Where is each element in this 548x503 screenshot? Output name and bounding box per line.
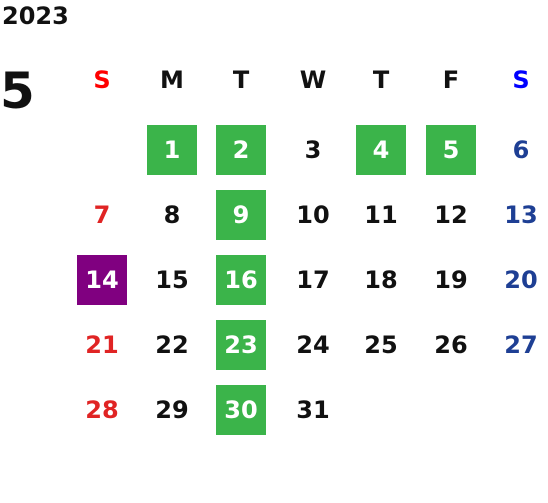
weekday-thursday: T — [372, 66, 390, 94]
day-cell-31[interactable]: 31 — [296, 396, 330, 424]
day-cell-9-highlighted[interactable]: 9 — [216, 190, 266, 240]
day-cell-14-highlighted[interactable]: 14 — [77, 255, 127, 305]
day-cell-8[interactable]: 8 — [163, 201, 181, 229]
day-cell-6[interactable]: 6 — [512, 136, 530, 164]
weekday-sunday: S — [93, 66, 111, 94]
weekday-tuesday: T — [232, 66, 250, 94]
day-cell-26[interactable]: 26 — [434, 331, 468, 359]
day-cell-25[interactable]: 25 — [364, 331, 398, 359]
day-cell-1-highlighted[interactable]: 1 — [147, 125, 197, 175]
day-cell-21[interactable]: 21 — [85, 331, 119, 359]
weekday-saturday: S — [512, 66, 530, 94]
day-cell-15[interactable]: 15 — [155, 266, 189, 294]
day-cell-13[interactable]: 13 — [504, 201, 538, 229]
day-cell-24[interactable]: 24 — [296, 331, 330, 359]
day-cell-12[interactable]: 12 — [434, 201, 468, 229]
month-label: 5 — [0, 62, 35, 120]
day-cell-30-highlighted[interactable]: 30 — [216, 385, 266, 435]
weekday-wednesday: W — [299, 66, 327, 94]
day-cell-28[interactable]: 28 — [85, 396, 119, 424]
day-cell-27[interactable]: 27 — [504, 331, 538, 359]
day-cell-17[interactable]: 17 — [296, 266, 330, 294]
day-cell-22[interactable]: 22 — [155, 331, 189, 359]
day-cell-19[interactable]: 19 — [434, 266, 468, 294]
day-cell-16-highlighted[interactable]: 16 — [216, 255, 266, 305]
day-cell-5-highlighted[interactable]: 5 — [426, 125, 476, 175]
weekday-friday: F — [442, 66, 460, 94]
day-cell-20[interactable]: 20 — [504, 266, 538, 294]
year-label: 2023 — [2, 2, 69, 30]
day-cell-29[interactable]: 29 — [155, 396, 189, 424]
day-cell-23-highlighted[interactable]: 23 — [216, 320, 266, 370]
day-cell-3[interactable]: 3 — [304, 136, 322, 164]
day-cell-2-highlighted[interactable]: 2 — [216, 125, 266, 175]
day-cell-11[interactable]: 11 — [364, 201, 398, 229]
day-cell-18[interactable]: 18 — [364, 266, 398, 294]
day-cell-4-highlighted[interactable]: 4 — [356, 125, 406, 175]
weekday-monday: M — [160, 66, 184, 94]
day-cell-7[interactable]: 7 — [93, 201, 111, 229]
day-cell-10[interactable]: 10 — [296, 201, 330, 229]
